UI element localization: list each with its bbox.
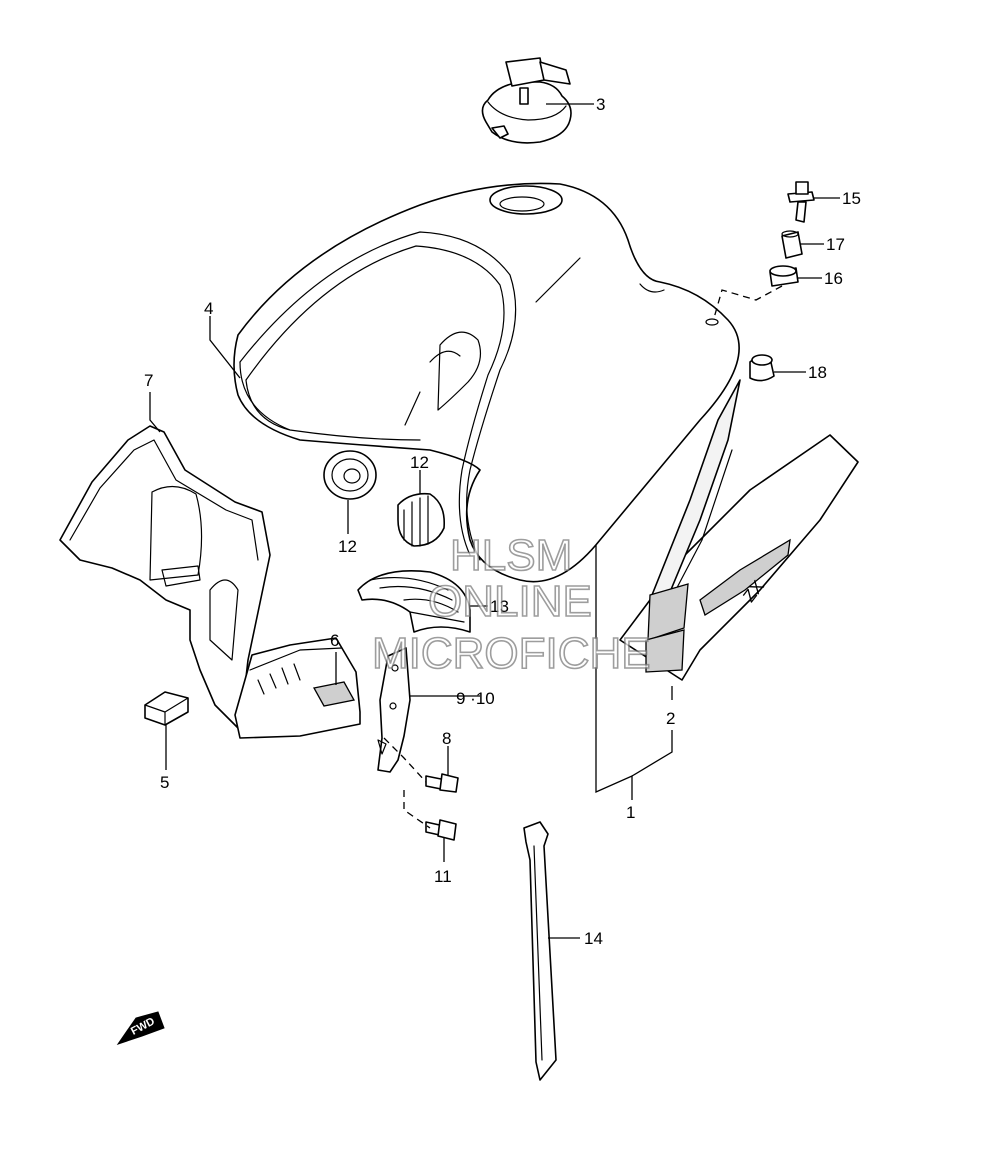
bolt-11: [425, 819, 457, 841]
leader-lines: [149, 103, 840, 939]
callout-12-right: 12: [410, 453, 429, 472]
callout-15: 15: [842, 189, 861, 208]
callout-2: 2: [666, 709, 675, 728]
callout-5: 5: [160, 773, 169, 792]
callout-18: 18: [808, 363, 827, 382]
cushion-12-right: [397, 492, 446, 547]
fuel-tank: [233, 182, 740, 583]
bolt-15: [787, 181, 815, 223]
tank-decal: ZX: [619, 379, 859, 681]
callout-14: 14: [584, 929, 603, 948]
callout-1: 1: [626, 803, 635, 822]
side-cover: [59, 425, 271, 731]
bolt-8: [425, 773, 459, 793]
callout-9-10: 9 ·10: [456, 689, 495, 708]
cushion-12-left: [323, 450, 377, 500]
bracket-9-10: [377, 647, 411, 773]
callout-3: 3: [596, 95, 605, 114]
callout-11: 11: [434, 867, 452, 886]
grommet-16: [769, 265, 799, 287]
collar-17: [781, 230, 803, 259]
callout-12-left: 12: [338, 537, 357, 556]
fuel-cap: [481, 57, 572, 144]
callout-4: 4: [204, 299, 213, 318]
callout-13: 13: [490, 597, 509, 616]
watermark-line-1: HLSM: [450, 531, 572, 580]
callouts: 3 4 7 5 6 9 ·10 8 11 12 12 13 14 15 17 1…: [144, 95, 861, 948]
cable-tie-14: [523, 821, 557, 1081]
watermark: HLSM ONLINE MICROFICHE: [371, 530, 651, 679]
assembly-lines: [383, 285, 783, 829]
cushion-13: [357, 570, 471, 633]
cushion-18: [749, 354, 775, 382]
callout-8: 8: [442, 729, 451, 748]
watermark-line-2: ONLINE: [428, 577, 592, 626]
under-tray: [234, 637, 361, 739]
callout-17: 17: [826, 235, 845, 254]
callout-6: 6: [330, 631, 339, 650]
pad-5: [144, 691, 189, 726]
callout-16: 16: [824, 269, 843, 288]
watermark-line-3: MICROFICHE: [372, 629, 651, 678]
callout-7: 7: [144, 371, 153, 390]
fwd-arrow: FWD: [116, 1011, 165, 1045]
